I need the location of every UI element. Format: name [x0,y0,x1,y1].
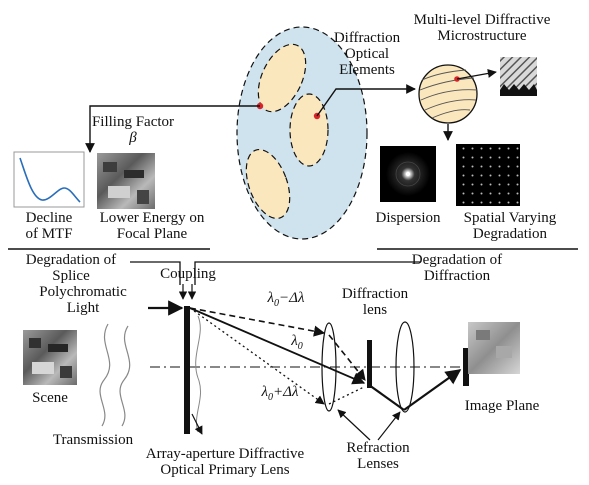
diffraction-lens-line1: Diffraction [341,286,409,302]
primary-lens-line1: Array-aperture Diffractive [145,446,305,462]
wavelength-center-label: λ0 [291,333,303,352]
polychromatic-line1: Polychromatic [39,284,127,300]
refraction-lenses-label: Refraction Lenses [338,440,418,472]
transmission-wave-2 [119,325,131,427]
primary-lens-line2: Optical Primary Lens [160,462,290,478]
coupling-label: Coupling [160,266,216,282]
spatial-varying-label: Spatial Varying Degradation [447,210,573,242]
scene-label: Scene [32,390,68,406]
diffraction-lens-plate [367,340,372,388]
diffraction-lens-label: Diffraction lens [332,286,418,318]
degradation-diffraction-line2: Diffraction [423,268,491,284]
microstructure-label-line1: Multi-level Diffractive [413,12,551,28]
scene-image [23,330,77,385]
doe-connector [316,84,416,117]
polychromatic-label: Polychromatic Light [28,284,138,316]
microstructure-label: Multi-level Diffractive Microstructure [402,12,562,44]
diffraction-bracket [194,261,420,285]
refraction-pointer-1 [337,409,371,441]
filling-factor-text: Filling Factor [91,114,175,130]
wavelength-plus-label: λ0+Δλ [261,384,299,403]
primary-lens-pointer [191,413,203,435]
transmission-wave-1 [99,323,111,427]
refraction-lenses-line2: Lenses [357,456,399,472]
doe-label: Diffraction Optical Elements [330,30,404,78]
filling-factor-symbol: β [129,130,137,146]
primary-lens-plate [184,306,190,434]
polychromatic-line2: Light [66,300,100,316]
primary-lens-label: Array-aperture Diffractive Optical Prima… [120,446,330,478]
filling-factor-label: Filling Factor β [88,114,178,146]
degradation-splice-line1: Degradation of [25,252,117,268]
degradation-diffraction-label: Degradation of Diffraction [398,252,516,284]
doe-label-line1: Diffraction [333,30,401,46]
splice-bracket [130,261,181,285]
filling-factor-connector [85,105,260,153]
lower-energy-line1: Lower Energy on [99,210,205,226]
decline-mtf-line2: of MTF [25,226,73,242]
lower-energy-image [97,153,155,209]
refraction-lens-1 [321,322,337,412]
dispersion-image [380,146,436,202]
ray-plus-after-lens1 [328,386,365,405]
image-plane-bar [463,348,469,386]
ray-to-lens2 [368,384,405,411]
ray-to-image-plane [403,369,462,411]
mtf-decline-chart [13,151,85,208]
decline-mtf-line1: Decline [25,210,73,226]
microstructure-connector [456,68,497,80]
refraction-lenses-line1: Refraction [346,440,410,456]
spatial-varying-line2: Degradation [472,226,548,242]
diffractive-lens-icon [418,64,478,124]
wavelength-minus-label: λ0−Δλ [267,290,305,309]
image-plane-output [468,322,520,374]
degradation-diffraction-line1: Degradation of [411,252,503,268]
microstructure-icon [500,57,537,96]
dispersion-label: Dispersion [375,210,441,226]
spatial-varying-image [456,144,520,206]
image-plane-label: Image Plane [464,398,540,414]
refraction-pointer-2 [377,411,401,441]
degradation-splice-label: Degradation of Splice [6,252,136,284]
doe-label-line2: Optical [344,46,390,62]
transmission-label: Transmission [52,432,134,448]
spatial-varying-line1: Spatial Varying [463,210,557,226]
lower-energy-line2: Focal Plane [116,226,188,242]
doe-label-line3: Elements [339,62,395,78]
ray-minus-wavelength [189,307,326,337]
ray-center-wavelength [189,307,366,385]
lower-energy-label: Lower Energy on Focal Plane [87,210,217,242]
refraction-lens-2 [395,321,415,413]
degradation-splice-line2: Splice [52,268,90,284]
microstructure-label-line2: Microstructure [437,28,527,44]
array-aperture-ellipse [236,26,368,240]
diffraction-lens-line2: lens [362,302,388,318]
decline-mtf-label: Decline of MTF [14,210,84,242]
primary-lens-profile [195,315,202,433]
